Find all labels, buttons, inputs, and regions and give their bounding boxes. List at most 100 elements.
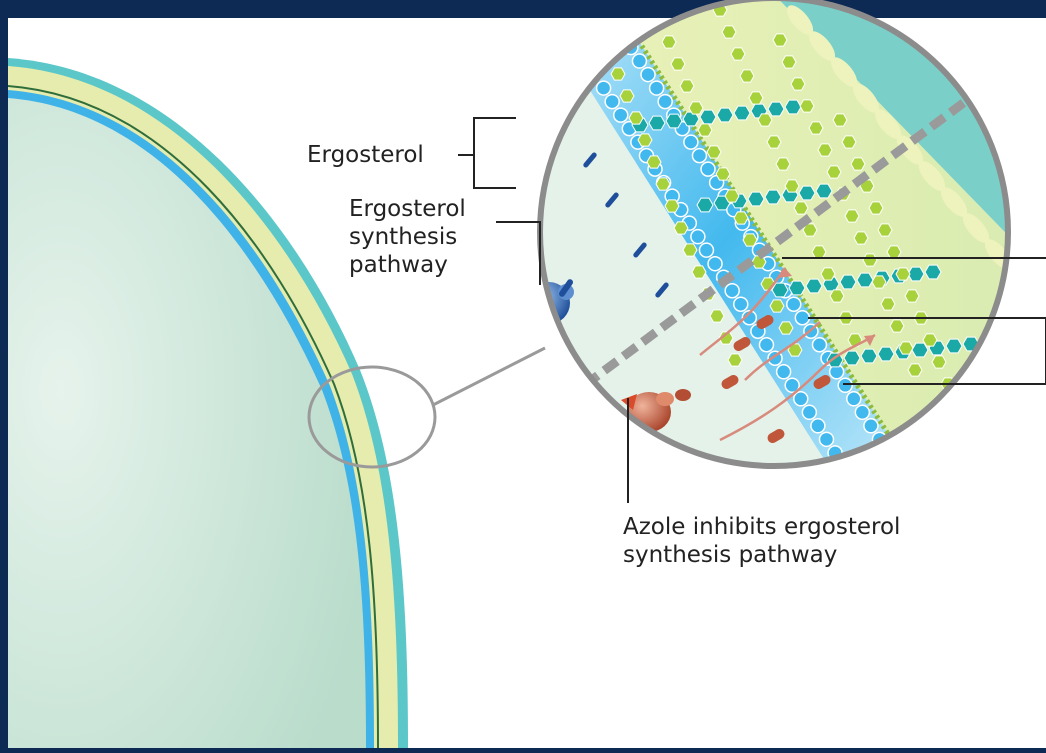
chitin-unit <box>758 114 772 126</box>
chitin-unit <box>767 136 781 148</box>
glucan-unit <box>816 184 832 198</box>
lipid-head <box>691 230 705 244</box>
lipid-head <box>759 338 773 352</box>
synthesis-pathway-line-1: Ergosterol <box>349 195 466 223</box>
chitin-unit <box>845 210 859 222</box>
lipid-head <box>597 81 611 95</box>
lipid-head <box>605 95 619 109</box>
azole-note-label: Azole inhibits ergosterol synthesis path… <box>623 513 900 569</box>
chitin-unit <box>881 298 895 310</box>
chitin-unit <box>830 290 844 302</box>
chitin-unit <box>620 90 634 102</box>
lipid-head <box>598 0 612 14</box>
chitin-unit <box>665 200 679 212</box>
chitin-unit <box>698 124 712 136</box>
ergosterol-label: Ergosterol <box>307 141 424 169</box>
glucan-unit <box>785 100 801 114</box>
lipid-head <box>614 108 628 122</box>
chitin-unit <box>728 354 742 366</box>
lipid-head <box>699 243 713 257</box>
glucan-unit <box>700 110 716 124</box>
glucan-unit <box>789 281 805 295</box>
chitin-unit <box>833 114 847 126</box>
chitin-unit <box>785 180 799 192</box>
glucan-unit <box>765 190 781 204</box>
chitin-unit <box>716 168 730 180</box>
azole-note-line-1: Azole inhibits ergosterol <box>623 513 900 541</box>
chitin-unit <box>692 266 706 278</box>
glucan-unit <box>840 275 856 289</box>
chitin-unit <box>770 300 784 312</box>
chitin-unit <box>683 244 697 256</box>
lipid-head <box>847 392 861 406</box>
lipid-head <box>708 257 722 271</box>
chitin-unit <box>731 48 745 60</box>
chitin-unit <box>791 78 805 90</box>
chitin-unit <box>908 364 922 376</box>
lipid-head <box>795 311 809 325</box>
chitin-unit <box>827 166 841 178</box>
chitin-unit <box>722 26 736 38</box>
lipid-head <box>650 81 664 95</box>
chitin-unit <box>890 320 904 332</box>
lipid-head <box>684 135 698 149</box>
chitin-unit <box>689 102 703 114</box>
lipid-head <box>734 297 748 311</box>
synthesis-pathway-line-3: pathway <box>349 251 466 279</box>
chitin-unit <box>812 246 826 258</box>
lipid-head <box>701 162 715 176</box>
lipid-head <box>777 365 791 379</box>
chitin-unit <box>734 212 748 224</box>
lipid-head <box>811 419 825 433</box>
lipid-head <box>658 95 672 109</box>
chitin-unit <box>671 58 685 70</box>
chitin-unit <box>752 256 766 268</box>
chitin-unit <box>821 268 835 280</box>
glucan-unit <box>697 198 713 212</box>
chitin-unit <box>647 156 661 168</box>
lipid-head <box>819 432 833 446</box>
glucan-unit <box>799 186 815 200</box>
glucan-unit <box>734 106 750 120</box>
glucan-unit <box>768 102 784 116</box>
chitin-unit <box>773 34 787 46</box>
glucan-unit <box>925 265 941 279</box>
glucan-unit <box>748 192 764 206</box>
lipid-head <box>537 0 551 1</box>
chitin-unit <box>725 190 739 202</box>
chitin-unit <box>707 146 721 158</box>
chitin-unit <box>842 136 856 148</box>
lipid-head <box>632 54 646 68</box>
lipid-head <box>692 149 706 163</box>
chitin-unit <box>878 224 892 236</box>
azole-note-line-2: synthesis pathway <box>623 541 900 569</box>
chitin-unit <box>869 202 883 214</box>
chitin-unit <box>809 122 823 134</box>
chitin-unit <box>887 246 901 258</box>
glucan-unit <box>946 339 962 353</box>
lipid-head <box>725 284 739 298</box>
chitin-unit <box>782 56 796 68</box>
lipid-head <box>864 419 878 433</box>
lipid-head <box>787 297 801 311</box>
lipid-head <box>794 392 808 406</box>
lipid-head <box>855 405 869 419</box>
lipid-head <box>838 378 852 392</box>
chitin-unit <box>662 36 676 48</box>
glucan-unit <box>878 347 894 361</box>
chitin-unit <box>629 112 643 124</box>
chitin-unit <box>863 254 877 266</box>
chitin-unit <box>779 322 793 334</box>
chitin-unit <box>872 276 886 288</box>
glucan-unit <box>806 279 822 293</box>
glucan-unit <box>717 108 733 122</box>
chitin-unit <box>923 334 937 346</box>
chitin-unit <box>776 158 790 170</box>
chitin-unit <box>710 310 724 322</box>
chitin-unit <box>818 144 832 156</box>
chitin-unit <box>743 234 757 246</box>
chitin-unit <box>854 232 868 244</box>
chitin-unit <box>656 178 670 190</box>
